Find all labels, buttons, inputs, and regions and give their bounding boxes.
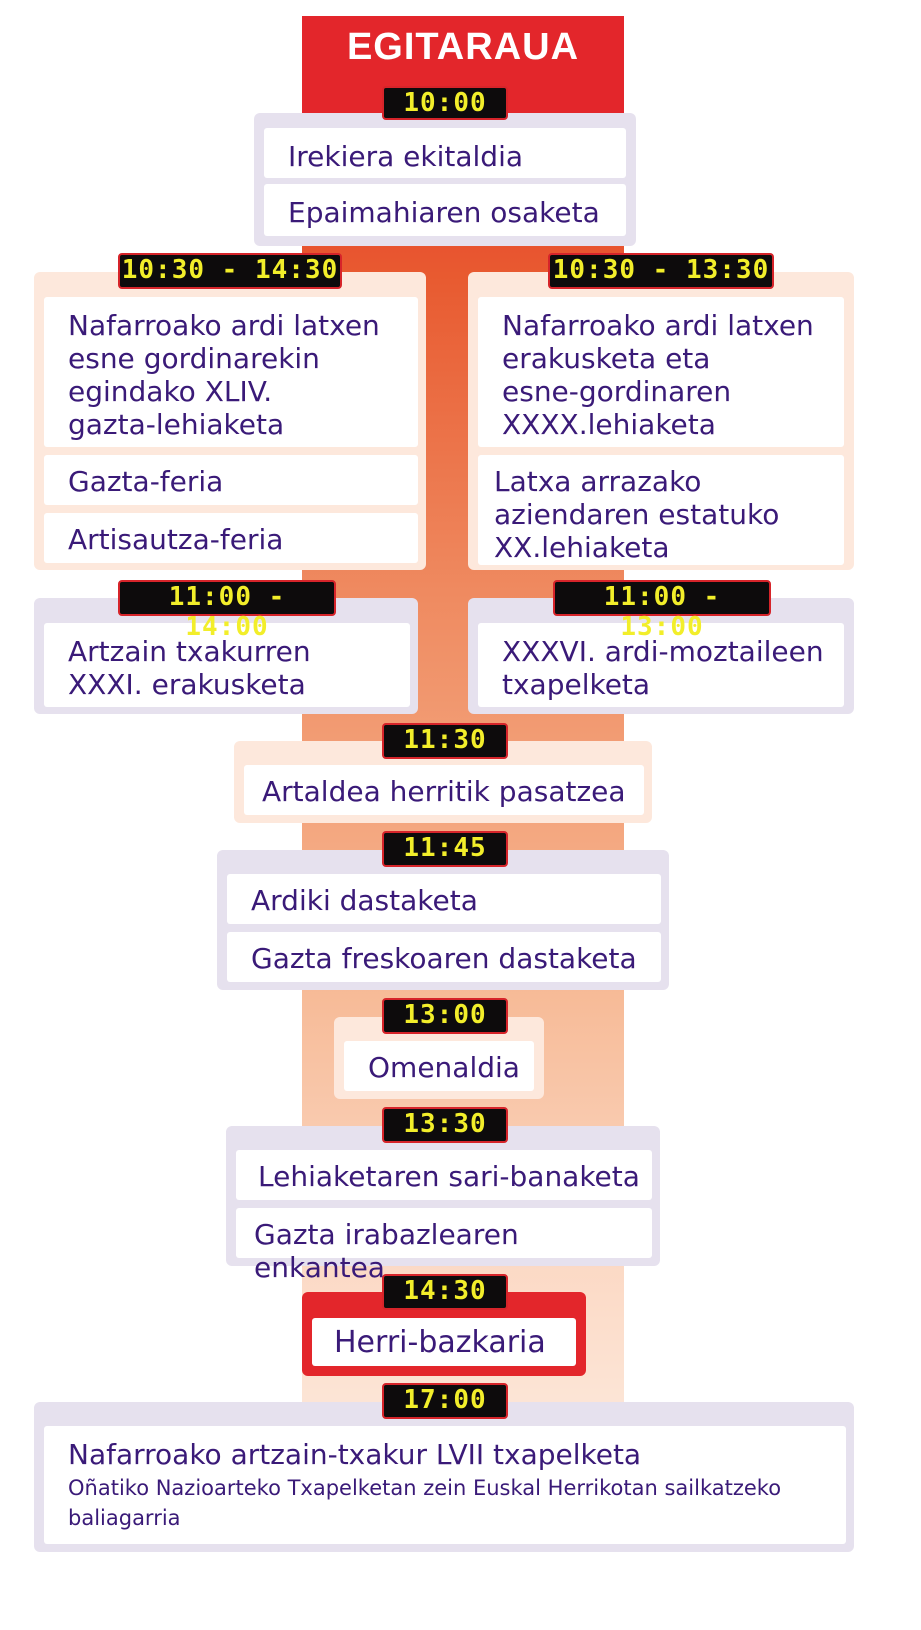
right-morning-item-2: Latxa arrazako aziendaren estatuko XX.le… bbox=[478, 455, 844, 565]
time-badge-10-30-14-30: 10:30 - 14:30 bbox=[118, 253, 342, 289]
page-title: EGITARAUA bbox=[346, 26, 580, 68]
final-item: Nafarroako artzain-txakur LVII txapelket… bbox=[44, 1426, 846, 1544]
time-badge-11-00-13-00: 11:00 - 13:00 bbox=[553, 580, 771, 642]
awards-item-2: Gazta irabazlearen enkantea bbox=[236, 1208, 652, 1284]
time-badge-17-00: 17:00 bbox=[382, 1383, 508, 1419]
left-morning-item-1: Nafarroako ardi latxen esne gordinarekin… bbox=[44, 297, 418, 447]
time-badge-13-30: 13:30 bbox=[382, 1107, 508, 1143]
opening-item-2: Epaimahiaren osaketa bbox=[264, 184, 626, 236]
time-badge-10-30-13-30: 10:30 - 13:30 bbox=[548, 253, 774, 289]
time-badge-11-30: 11:30 bbox=[382, 723, 508, 759]
time-badge-11-45: 11:45 bbox=[382, 831, 508, 867]
parade-item: Artaldea herritik pasatzea bbox=[244, 765, 644, 815]
right-morning-item-1: Nafarroako ardi latxen erakusketa eta es… bbox=[478, 297, 844, 447]
left-mid-item: Artzain txakurren XXXI. erakusketa bbox=[44, 623, 410, 707]
opening-item-1: Irekiera ekitaldia bbox=[264, 128, 626, 178]
left-morning-item-3: Artisautza-feria bbox=[44, 513, 418, 563]
tasting-item-2: Gazta freskoaren dastaketa bbox=[227, 932, 661, 982]
awards-item-1: Lehiaketaren sari-banaketa bbox=[236, 1150, 652, 1200]
time-badge-10-00: 10:00 bbox=[382, 86, 508, 120]
tribute-item: Omenaldia bbox=[344, 1041, 534, 1091]
lunch-item: Herri-bazkaria bbox=[312, 1318, 576, 1366]
final-subtitle: Oñatiko Nazioarteko Txapelketan zein Eus… bbox=[68, 1476, 782, 1530]
tasting-item-1: Ardiki dastaketa bbox=[227, 874, 661, 924]
time-badge-14-30: 14:30 bbox=[382, 1274, 508, 1310]
final-title: Nafarroako artzain-txakur LVII txapelket… bbox=[68, 1438, 642, 1471]
time-badge-13-00: 13:00 bbox=[382, 998, 508, 1034]
left-morning-item-2: Gazta-feria bbox=[44, 455, 418, 505]
right-mid-item: XXXVI. ardi-moztaileen txapelketa bbox=[478, 623, 844, 707]
time-badge-11-00-14-00: 11:00 - 14:00 bbox=[118, 580, 336, 642]
